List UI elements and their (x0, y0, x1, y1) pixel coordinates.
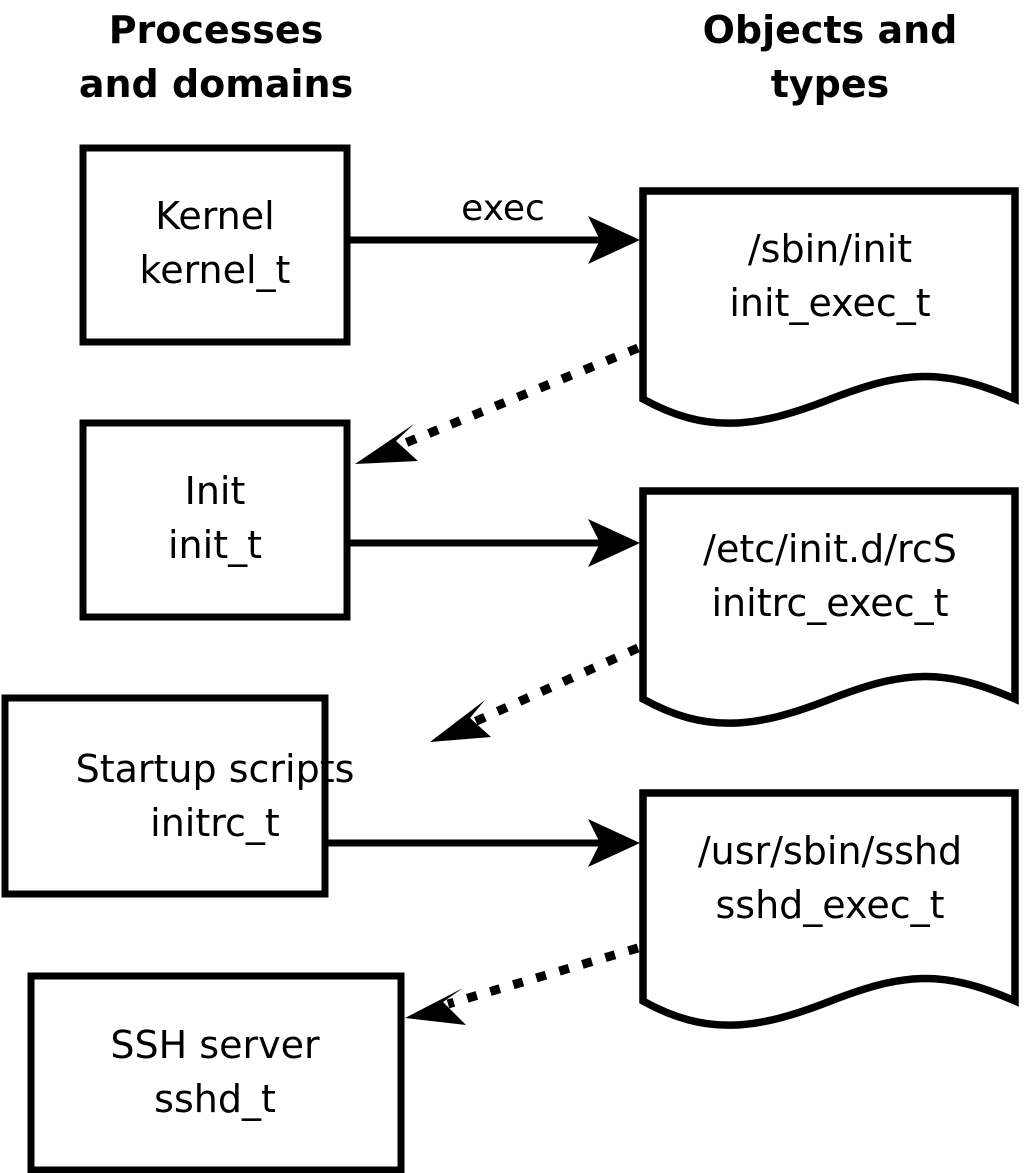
edge-sshdexec-to-sshserver (405, 943, 640, 1025)
object-doc-usr-sbin-sshd-shape[interactable] (639, 789, 1019, 1029)
left-header-line2: and domains (79, 62, 353, 106)
right-header-line1: Objects and (703, 8, 958, 52)
process-node-ssh-server[interactable]: SSH server sshd_t (27, 972, 405, 1173)
edge-line-dotted-1 (396, 343, 640, 451)
column-header-processes: Processes and domains (79, 8, 353, 106)
object-usr-sbin-sshd-path: /usr/sbin/sshd (698, 829, 962, 873)
object-sbin-init-path: /sbin/init (748, 227, 912, 271)
arrowhead-solid-1 (588, 216, 640, 264)
edge-init-to-initrcexec (350, 519, 640, 567)
process-init-name: Init (185, 469, 246, 513)
process-node-kernel[interactable]: Kernel kernel_t (79, 144, 351, 346)
process-startup-name: Startup scripts (76, 747, 355, 791)
edge-label-exec: exec (461, 188, 545, 229)
right-header-line2: types (771, 62, 890, 106)
process-sshserver-name: SSH server (110, 1023, 320, 1067)
edge-initexec-to-init (355, 343, 640, 464)
object-doc-sbin-init-shape[interactable] (639, 187, 1019, 427)
edge-startup-to-sshdexec (328, 819, 640, 867)
object-usr-sbin-sshd-type: sshd_exec_t (715, 883, 944, 927)
edge-kernel-to-init-exec: exec (350, 188, 640, 264)
arrowhead-dotted-2 (430, 700, 491, 742)
arrowhead-solid-3 (588, 819, 640, 867)
process-node-init[interactable]: Init init_t (79, 419, 351, 621)
object-doc-etc-initd-rcs-shape[interactable] (639, 487, 1019, 727)
arrowhead-dotted-1 (355, 424, 418, 464)
process-node-startup-scripts[interactable]: Startup scripts initrc_t (1, 694, 355, 898)
process-box-sshserver-rect[interactable] (27, 972, 405, 1173)
edge-line-dotted-2 (470, 643, 640, 728)
process-init-type: init_t (168, 523, 262, 567)
process-sshserver-type: sshd_t (154, 1077, 276, 1121)
arrowhead-solid-2 (588, 519, 640, 567)
process-kernel-type: kernel_t (140, 248, 291, 292)
object-sbin-init-type: init_exec_t (729, 281, 930, 325)
edge-line-dotted-3 (446, 943, 640, 1009)
object-node-sbin-init[interactable]: /sbin/init init_exec_t (639, 187, 1019, 427)
object-node-etc-initd-rcs[interactable]: /etc/init.d/rcS initrc_exec_t (639, 487, 1019, 727)
column-header-objects: Objects and types (703, 8, 958, 106)
process-box-kernel-rect[interactable] (79, 144, 351, 346)
process-box-init-rect[interactable] (79, 419, 351, 621)
object-etc-initd-rcs-path: /etc/init.d/rcS (703, 527, 957, 571)
edge-initrcexec-to-startup (430, 643, 640, 742)
object-etc-initd-rcs-type: initrc_exec_t (712, 581, 949, 625)
process-kernel-name: Kernel (155, 194, 274, 238)
left-header-line1: Processes (109, 8, 324, 52)
arrowhead-dotted-3 (405, 988, 466, 1025)
object-node-usr-sbin-sshd[interactable]: /usr/sbin/sshd sshd_exec_t (639, 789, 1019, 1029)
process-startup-type: initrc_t (150, 801, 280, 845)
process-box-startup-rect[interactable] (1, 694, 329, 898)
